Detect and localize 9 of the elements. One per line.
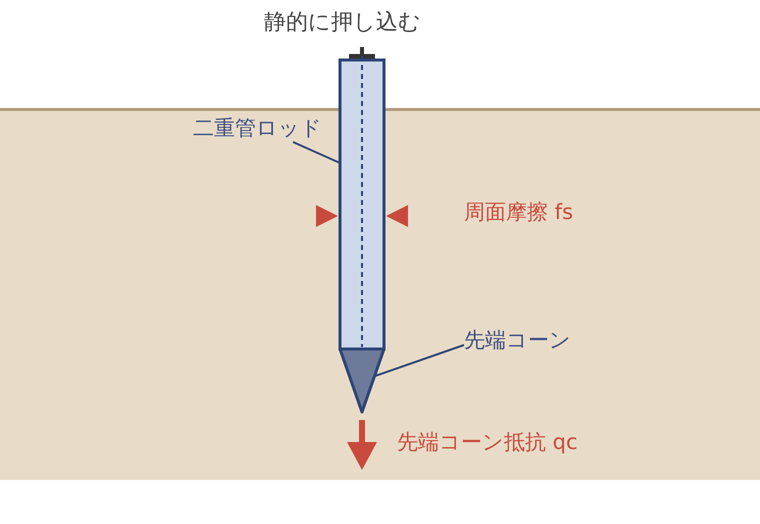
leader-line — [292, 141, 340, 164]
force-label: 周面摩擦 fs — [464, 200, 574, 226]
cone-tip — [338, 348, 386, 414]
rod — [338, 58, 386, 350]
leader-line — [374, 344, 464, 377]
part-label: 先端コーン — [464, 328, 571, 354]
caption-text: 静的に押し込む — [264, 10, 421, 36]
force-label: 先端コーン抵抗 qc — [397, 430, 578, 456]
part-label: 二重管ロッド — [193, 116, 322, 142]
